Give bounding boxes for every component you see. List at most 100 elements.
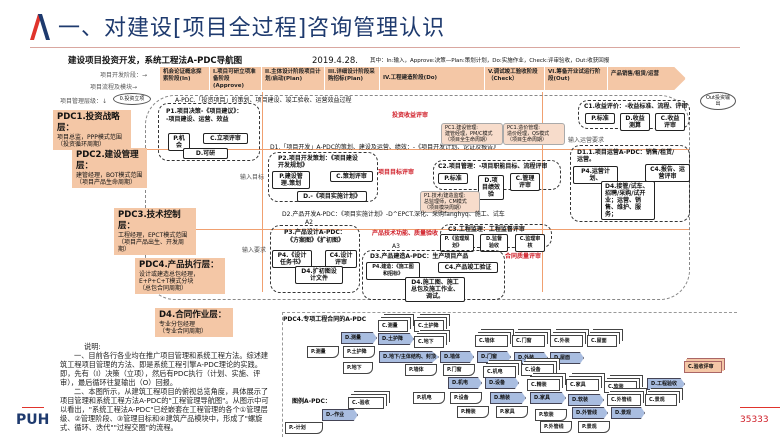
contract-box: C.景观 bbox=[645, 394, 677, 406]
d11-d-box: D4.接管/试车、招聘/采购/试开业；运营、销售、维护、服务； bbox=[601, 181, 655, 220]
contract-box: P.门窗 bbox=[443, 364, 475, 376]
phase-guide-line bbox=[262, 92, 263, 292]
diagram-legend: 其中：In:输入，Approve:决策—Plan:策划计划，Do:实施作业，Ch… bbox=[370, 58, 610, 64]
contract-box: C.地下 bbox=[414, 336, 444, 348]
layer-pdc1: PDC1.投资战略层：项目总监，PPP模式范围（投资循环周期） bbox=[53, 110, 131, 150]
d11-p-box: P4.运营计划、 bbox=[573, 166, 618, 184]
contract-box: P.设备 bbox=[450, 392, 482, 404]
pc1-cost-box: PC1.造价管理:造价经理，QS模式（项目生命周期） bbox=[503, 123, 565, 145]
footer-line bbox=[740, 407, 780, 408]
contract-box: C.测量 bbox=[378, 320, 408, 332]
contract-box: C.设备 bbox=[521, 364, 554, 376]
c3-title: C3.工程监理：工程监督评审 bbox=[448, 226, 525, 233]
phase-0: 机会论证概念探索阶段(In) bbox=[160, 67, 210, 90]
c1-c-box: C.收益评审 bbox=[655, 113, 685, 131]
input-goal: 输入目标 bbox=[240, 174, 265, 181]
phase-1: I.项目可研立项准备阶段(Approve) bbox=[210, 67, 262, 90]
diagram-title: 建设项目投资开发，系统工程法A-PDC导航图 bbox=[68, 56, 243, 66]
contract-box: D.地下/主体结构、封顶 bbox=[379, 351, 439, 363]
row-label-stage: 项目开发阶段：→ bbox=[100, 72, 148, 79]
phase-7-arrow: 产品销售/租赁/运营 bbox=[608, 67, 686, 90]
footer-accent-line bbox=[22, 407, 44, 408]
phase-2: II.主体设计阶段项目计划/启动(Plan) bbox=[262, 67, 325, 90]
p3-d-box: D4.扩初图设计文件 bbox=[295, 266, 343, 284]
d11-group bbox=[570, 145, 690, 222]
review-quality: 产品技术功能、质量验收 bbox=[372, 230, 439, 237]
p3-group bbox=[270, 225, 360, 293]
c1-p-box: P.标准 bbox=[585, 113, 615, 124]
p1-group bbox=[158, 103, 260, 161]
input-requirement: 输入要求 bbox=[242, 247, 267, 254]
contract-box: P.家具 bbox=[496, 406, 528, 418]
contract-box: P.精装 bbox=[457, 406, 489, 418]
layer-pdc2: PDC2.建设管理层：建管经理，BOT模式范围（项目产品生命周期） bbox=[72, 148, 147, 188]
contract-box: P.机电 bbox=[413, 392, 445, 404]
contract-box: D.外装 bbox=[514, 352, 548, 364]
description: 说明: 一、目前各行各业均在推广项目管理和系统工程方法。综述建筑工程项目管理的方… bbox=[60, 342, 270, 432]
pdc4-contract-area bbox=[282, 312, 737, 437]
contract-box: C.外管线 bbox=[607, 394, 641, 406]
c2-d-box: D.项目绩效验 bbox=[478, 175, 504, 200]
cloud-invest-start: 0.投资立项 bbox=[113, 93, 151, 105]
layer-pdc4: PDC4.产品执行层：设计或建造总包经理，E+P+C+T模式分块（总包合同周期） bbox=[135, 258, 225, 294]
d2-line: D2.产品开发A-PDC：《项目实施计划》-D^EPCT.深化、采购fanghy… bbox=[282, 211, 505, 218]
phase-6: VI.筹备开业试运行阶段(Out) bbox=[545, 67, 608, 90]
contract-box: C.外装 bbox=[550, 335, 583, 347]
phase-5: V.调试竣工验收阶段（Check） bbox=[485, 67, 545, 90]
c1-d-box: D.收益测算 bbox=[620, 113, 650, 131]
contract-box: D.设备 bbox=[485, 377, 519, 389]
contract-box: D.屋面 bbox=[550, 352, 584, 364]
contract-box: C.精装 bbox=[527, 379, 560, 391]
p1-title: P1.项目决策-《项目建议》： bbox=[166, 108, 243, 115]
contract-box: P.测量 bbox=[307, 346, 339, 358]
p1-d-box: D.可研 bbox=[183, 148, 228, 159]
contract-box: D.精装 bbox=[490, 392, 526, 404]
contract-box: D.工程验收 bbox=[647, 378, 685, 390]
p1-sub: -项目建设、运营、效益 bbox=[166, 116, 229, 123]
cloud-invest-out: Out投资输出 bbox=[700, 92, 736, 110]
phase-3: III.详细设计阶段采购招标(Plan) bbox=[325, 67, 380, 90]
contract-box: D.景观 bbox=[611, 407, 645, 419]
contract-box: P.景观 bbox=[578, 421, 610, 433]
phase-4: IV.工程建造阶段(Do) bbox=[380, 67, 485, 90]
legend-d-box: D.-作业 bbox=[322, 409, 358, 421]
row-label-level: 项目管理层级：↓ bbox=[60, 98, 108, 105]
contract-box: D.门窗 bbox=[477, 351, 511, 363]
contract-box: C.家具 bbox=[566, 379, 599, 391]
contract-box: P.墙体 bbox=[405, 364, 437, 376]
d11-c-box: C4.报告、运营评审 bbox=[645, 164, 690, 182]
pdc4-title: PDC4.专项工程合同的A-PDC bbox=[283, 316, 367, 323]
p2-c-box: C.策划评审 bbox=[330, 171, 373, 182]
review-contract: 合同质量评审 bbox=[505, 253, 542, 260]
layer-guide-line bbox=[130, 149, 690, 150]
description-heading: 说明: bbox=[84, 342, 101, 351]
d3-c-box: C4.产品竣工验证 bbox=[438, 262, 498, 273]
apdc-line: A-PDC.「投资项目」的策划、项目建设、竣工验收、运营效益过程 bbox=[175, 97, 352, 104]
contract-box: P.地下 bbox=[343, 362, 373, 374]
legend-c-box: C.-验收 bbox=[348, 397, 384, 409]
c3-d-box: D.监督验收 bbox=[480, 234, 508, 252]
mark-a3: A3 bbox=[392, 243, 400, 250]
p3-sub: 《方案图》《扩初图》 bbox=[287, 237, 345, 244]
c1-title: C1.收益评价：-收益标准、流程、评审 bbox=[584, 103, 688, 110]
contract-box: P.土护降 bbox=[343, 346, 375, 358]
d3-d-box: D4.施工图、施工总包及施工作业、调试。 bbox=[405, 277, 465, 302]
c3-c-box: C.监理审核 bbox=[515, 234, 545, 252]
input-operation: 输入运营要求 bbox=[568, 137, 605, 144]
contract-box: D.土护降 bbox=[378, 333, 414, 345]
contract-box: C.机电 bbox=[483, 366, 516, 378]
contract-box: C.软装 bbox=[604, 381, 637, 393]
brand-logo-icon bbox=[30, 14, 50, 40]
description-para-1: 一、目前各行各业均在推广项目管理和系统工程方法。综述建筑工程项目管理的方法、即是… bbox=[60, 351, 269, 387]
description-para-2: 二、本图所示，从建筑工程项目的俯视总览角度，具体展示了项目管理和系统工程方法A-… bbox=[60, 387, 269, 432]
title-divider bbox=[30, 47, 740, 48]
phase-guide-line bbox=[542, 92, 543, 292]
layer-pdc3: PDC3.技术控制层：工程经理，EPCT模式范围（项目产品出生、开发周期） bbox=[114, 208, 196, 255]
diagram-date: 2019.4.28. bbox=[312, 56, 358, 66]
p1-supervision-box: P1.技术/建造监理:总监理师，CM模式（项目模块周期） bbox=[420, 191, 480, 213]
review-goal: 项目目标评审 bbox=[378, 169, 415, 176]
p3-title: P3.产品设计A-PDC： bbox=[284, 229, 346, 236]
legend-p-box: P.-计划 bbox=[285, 422, 323, 434]
contract-box: P.软装 bbox=[535, 409, 567, 421]
contract-box: D.软装 bbox=[568, 394, 604, 406]
